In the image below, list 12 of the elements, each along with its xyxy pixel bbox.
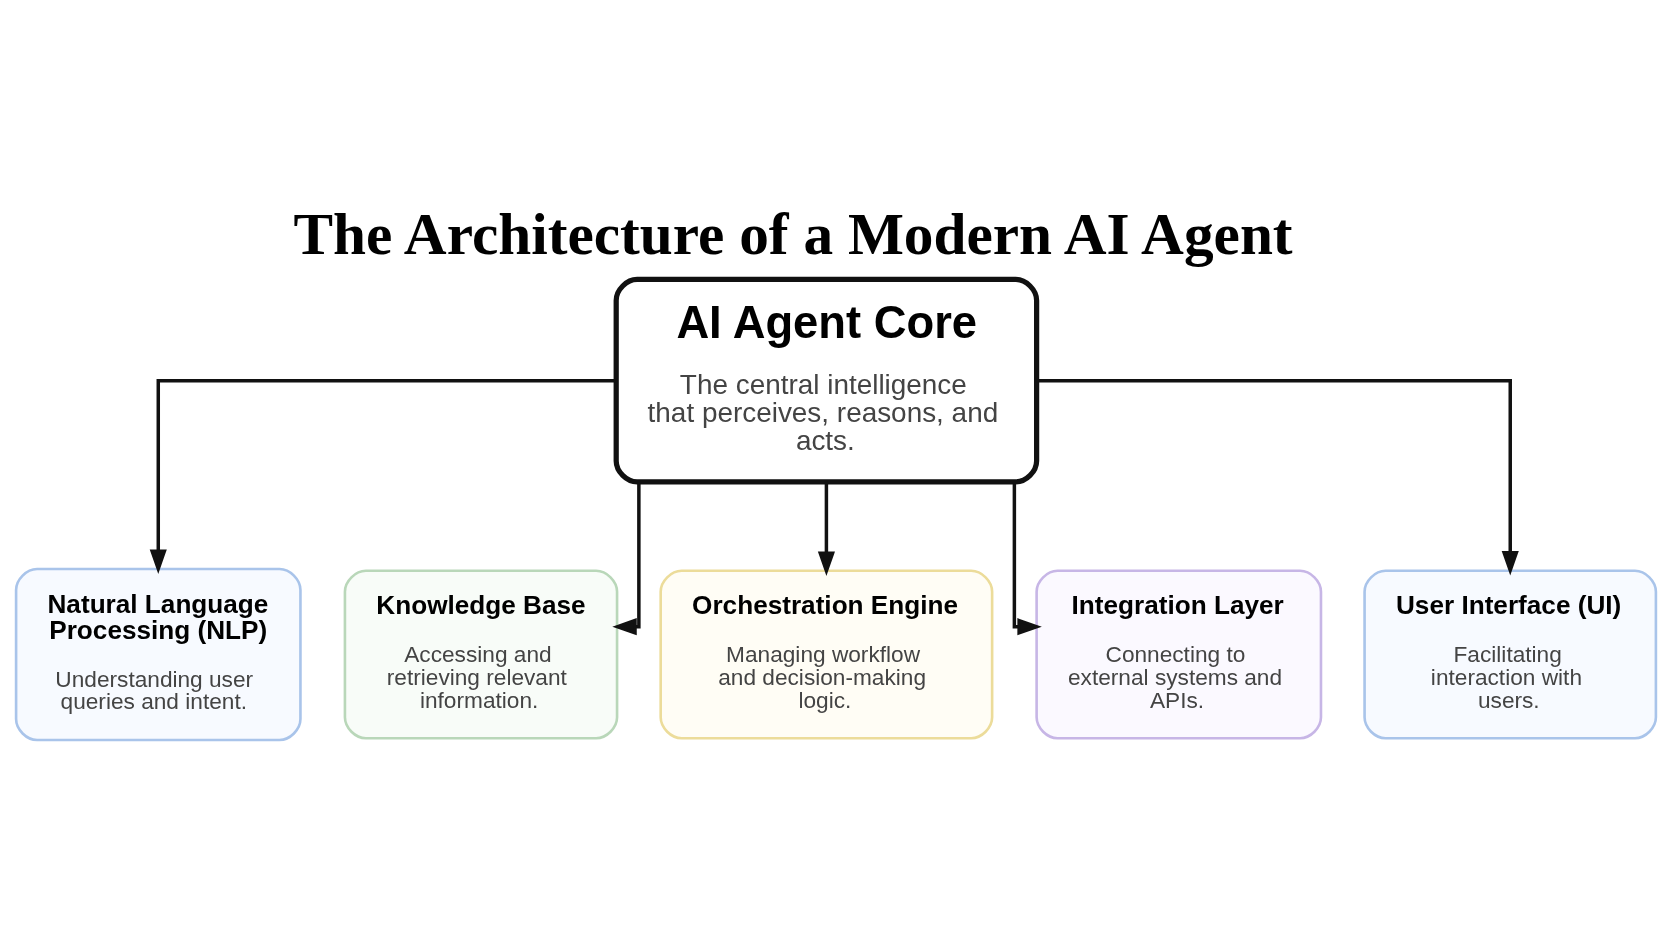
node-box: Integration Layer Connecting to external systems and APIs. xyxy=(1035,569,1323,740)
diagram-title: The Architecture of a Modern AI Agent xyxy=(293,200,1293,267)
arrow xyxy=(149,378,616,574)
node-box: AI Agent Core The central intelligence that perceives, reasons, and acts. xyxy=(613,276,1040,485)
node-box: User Interface (UI) Facilitating interaction with users. xyxy=(1363,569,1658,740)
arrow xyxy=(1036,378,1519,576)
arrow xyxy=(612,482,641,636)
node-box: Knowledge Base Accessing and retrieving relevant information. xyxy=(343,569,619,740)
node-box: Natural Language Processing (NLP) Understanding user queries and intent. xyxy=(14,567,302,742)
arrow xyxy=(1012,482,1042,636)
arrow xyxy=(817,481,835,577)
node-box: Orchestration Engine Managing workflow and decision-making logic. xyxy=(659,569,994,740)
